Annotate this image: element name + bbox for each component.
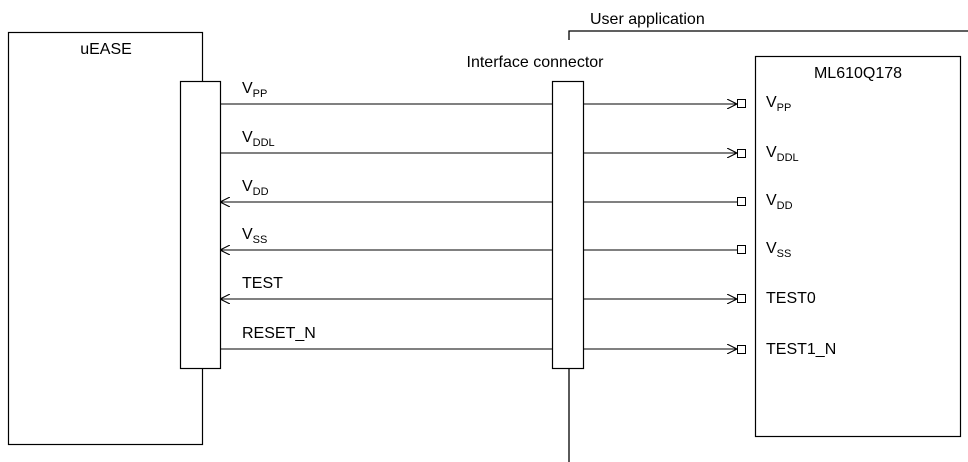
signal-label-vddl: VDDL [242, 129, 275, 149]
user-application-label: User application [590, 11, 705, 28]
pin-vpp [737, 99, 746, 108]
device-label: ML610Q178 [814, 65, 902, 82]
pin-label-test1-n: TEST1_N [766, 341, 836, 358]
signal-label-test: TEST [242, 275, 283, 292]
pin-label-test0: TEST0 [766, 290, 816, 307]
pin-vss [737, 245, 746, 254]
signal-label-vdd: VDD [242, 178, 269, 198]
interface-connector-bar [551, 80, 585, 370]
pin-label-vss: VSS [766, 240, 791, 260]
signal-label-vpp: VPP [242, 80, 267, 100]
pin-vddl [737, 149, 746, 158]
user-application-bracket [568, 30, 968, 40]
signal-label-vss: VSS [242, 226, 267, 246]
device-box [754, 55, 962, 438]
pin-test0 [737, 294, 746, 303]
pin-label-vddl: VDDL [766, 144, 799, 164]
uease-box [7, 31, 204, 446]
signal-label-reset-n: RESET_N [242, 325, 316, 342]
uease-label: uEASE [80, 41, 132, 58]
pin-test1-n [737, 345, 746, 354]
pin-vdd [737, 197, 746, 206]
pin-label-vpp: VPP [766, 94, 791, 114]
uease-connector-bar [179, 80, 222, 370]
pin-label-vdd: VDD [766, 192, 793, 212]
interface-connector-label: Interface connector [467, 54, 605, 71]
